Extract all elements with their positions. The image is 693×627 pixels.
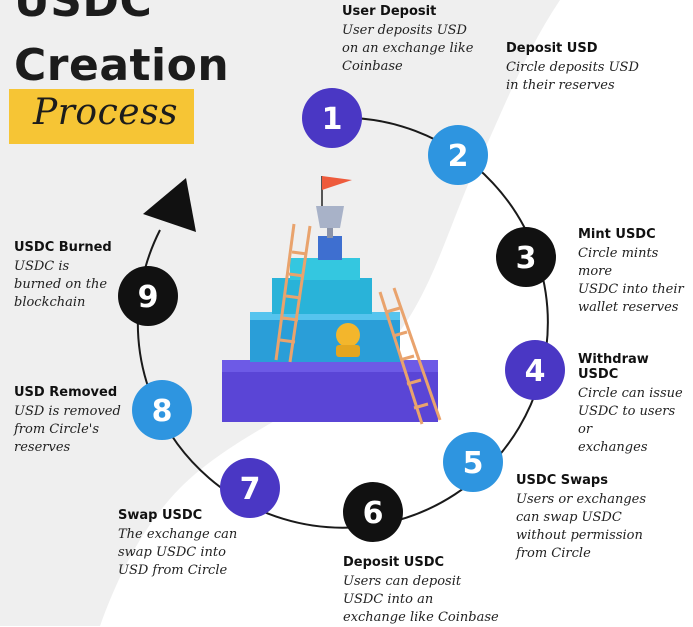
step-6-number: 6 (363, 496, 384, 531)
step-3-marker: 3 (496, 227, 556, 287)
subtitle: Process (33, 92, 179, 133)
step-8-marker: 8 (132, 380, 192, 440)
step-1-title: User Deposit (342, 4, 437, 19)
step-8-title: USD Removed (14, 385, 118, 400)
step-1-number: 1 (322, 102, 343, 137)
step-7-marker: 7 (220, 458, 280, 518)
step-8-description: USD is removed from Circle's reserves (14, 404, 121, 455)
step-3-description: Circle mints more USDC into their wallet… (578, 246, 684, 315)
step-5-text: USDC Swaps Users or exchanges can swap U… (516, 473, 693, 563)
step-6-marker: 6 (343, 482, 403, 542)
step-9-title: USDC Burned (14, 240, 112, 255)
step-5-marker: 5 (443, 432, 503, 492)
step-1-text: User Deposit User deposits USD on an exc… (342, 4, 522, 76)
step-3-number: 3 (516, 241, 537, 276)
step-5-number: 5 (463, 446, 484, 481)
step-7-description: The exchange can swap USDC into USD from… (118, 527, 238, 578)
step-4-marker: 4 (505, 340, 565, 400)
step-6-description: Users can deposit USDC into an exchange … (343, 574, 499, 625)
step-3-title: Mint USDC (578, 227, 656, 242)
step-9-number: 9 (138, 280, 159, 315)
step-7-number: 7 (240, 472, 261, 507)
step-2-title: Deposit USD (506, 41, 598, 56)
step-2-description: Circle deposits USD in their reserves (506, 60, 639, 93)
step-1-marker: 1 (302, 88, 362, 148)
step-9-description: USDC is burned on the blockchain (14, 259, 108, 310)
step-5-description: Users or exchanges can swap USDC without… (516, 492, 646, 561)
step-2-marker: 2 (428, 125, 488, 185)
title-line-1: USDC (14, 0, 153, 27)
trophy-pyramid-illustration (222, 176, 442, 425)
step-7-text: Swap USDC The exchange can swap USDC int… (118, 508, 298, 580)
title-line-2: Creation (14, 40, 230, 91)
step-4-description: Circle can issue USDC to users or exchan… (578, 386, 683, 455)
step-9-text: USDC Burned USDC is burned on the blockc… (14, 240, 124, 312)
step-2-number: 2 (448, 139, 469, 174)
step-8-number: 8 (152, 394, 173, 429)
step-3-text: Mint USDC Circle mints more USDC into th… (578, 227, 693, 317)
subtitle-highlight (9, 89, 194, 144)
step-8-text: USD Removed USD is removed from Circle's… (14, 385, 134, 457)
step-4-number: 4 (525, 354, 546, 389)
step-5-title: USDC Swaps (516, 473, 608, 488)
step-2-text: Deposit USD Circle deposits USD in their… (506, 41, 686, 95)
step-9-marker: 9 (118, 266, 178, 326)
step-4-title: Withdraw USDC (578, 352, 649, 382)
arrowhead-icon (143, 178, 196, 232)
page-title: USDC Creation (14, 0, 229, 98)
step-4-text: Withdraw USDC Circle can issue USDC to u… (578, 352, 693, 457)
step-6-text: Deposit USDC Users can deposit USDC into… (343, 555, 523, 627)
step-6-title: Deposit USDC (343, 555, 445, 570)
step-1-description: User deposits USD on an exchange like Co… (342, 23, 474, 74)
step-7-title: Swap USDC (118, 508, 203, 523)
